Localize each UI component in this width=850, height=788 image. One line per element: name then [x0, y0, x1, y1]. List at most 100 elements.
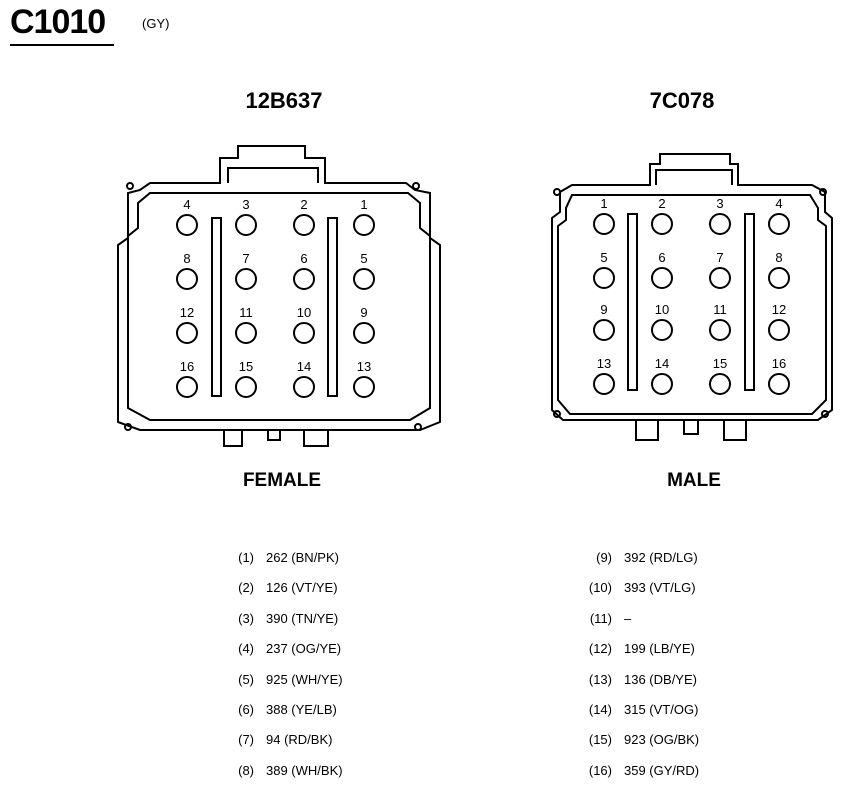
male-pin-cavity: [651, 213, 673, 235]
female-pin-number: 7: [242, 251, 249, 266]
female-pin-cavity: [235, 376, 257, 398]
pinout-circuit: 925 (WH/YE): [266, 671, 343, 687]
pinout-row: (12) 199 (LB/YE): [578, 641, 695, 657]
male-pin-number: 16: [772, 356, 786, 371]
male-pin-number: 7: [716, 250, 723, 265]
male-connector-outline: [551, 153, 833, 441]
female-pin-cavity: [353, 214, 375, 236]
pinout-row: (15)923 (OG/BK): [578, 732, 699, 748]
pinout-row: (10) 393 (VT/LG): [578, 580, 696, 596]
pinout-circuit: 315 (VT/OG): [624, 702, 699, 717]
male-center-divider-right: [744, 213, 755, 391]
pinout-circuit: 237 (OG/YE): [266, 641, 342, 657]
male-pin-cavity: [709, 267, 731, 289]
male-pin-number: 14: [655, 356, 669, 371]
female-gender-label: FEMALE: [242, 470, 322, 491]
female-pin-number: 13: [357, 359, 371, 374]
male-pin-number: 5: [600, 250, 607, 265]
pinout-circuit: –: [624, 610, 632, 626]
female-pin-number: 6: [300, 251, 307, 266]
female-pin-cavity: [353, 376, 375, 398]
female-pin-number: 3: [242, 197, 249, 212]
pinout-circuit: 393 (VT/LG): [624, 580, 696, 596]
female-center-divider-left: [211, 217, 222, 397]
male-pin-number: 4: [775, 196, 782, 211]
female-pin-number: 1: [360, 197, 367, 212]
pinout-circuit: 136 (DB/YE): [624, 671, 697, 687]
male-pin-number: 11: [713, 302, 727, 317]
female-pin-cavity: [176, 376, 198, 398]
pinout-row: (13) 136 (DB/YE): [578, 672, 697, 688]
male-pin-cavity: [768, 319, 790, 341]
female-pin-cavity: [293, 376, 315, 398]
male-pin-number: 8: [775, 250, 782, 265]
pinout-row: (1)262 (BN/PK): [220, 550, 339, 566]
female-pin-number: 11: [239, 305, 253, 320]
pinout-pin-number: (10): [588, 580, 612, 596]
pinout-row: (6)388 (YE/LB): [220, 702, 337, 718]
female-pin-number: 12: [180, 305, 194, 320]
pinout-pin-number: (5): [238, 671, 254, 687]
female-pin-number: 8: [183, 251, 190, 266]
male-pin-number: 15: [713, 356, 727, 371]
pinout-row: (3) 390 (TN/YE): [220, 611, 338, 627]
pinout-row: (7) 94 (RD/BK): [220, 732, 332, 748]
female-pin-number: 5: [360, 251, 367, 266]
male-pin-number: 3: [716, 196, 723, 211]
male-pin-cavity: [593, 319, 615, 341]
pinout-pin-number: (1): [238, 550, 254, 565]
male-pin-number: 6: [658, 250, 665, 265]
pinout-circuit: 389 (WH/BK): [266, 762, 343, 778]
female-pin-cavity: [235, 322, 257, 344]
pinout-pin-number: (7): [238, 732, 254, 748]
pinout-pin-number: (12): [588, 641, 612, 657]
pinout-pin-number: (14): [588, 702, 612, 717]
male-pin-number: 2: [658, 196, 665, 211]
female-pin-cavity: [235, 268, 257, 290]
female-pin-cavity: [353, 322, 375, 344]
pinout-pin-number: (3): [238, 610, 254, 626]
female-pin-cavity: [353, 268, 375, 290]
pinout-row: (4) 237 (OG/YE): [220, 641, 341, 657]
female-pin-number: 14: [297, 359, 311, 374]
pinout-circuit: 392 (RD/LG): [624, 550, 698, 565]
male-pin-cavity: [651, 267, 673, 289]
male-pin-number: 13: [597, 356, 611, 371]
male-center-divider-left: [627, 213, 638, 391]
connector-color-code: (GY): [142, 16, 170, 31]
pinout-circuit: 94 (RD/BK): [266, 732, 333, 748]
male-pin-cavity: [651, 319, 673, 341]
female-pin-cavity: [293, 268, 315, 290]
male-pin-cavity: [768, 213, 790, 235]
female-pin-number: 10: [297, 305, 311, 320]
female-pin-number: 2: [300, 197, 307, 212]
female-pin-number: 15: [239, 359, 253, 374]
pinout-pin-number: (13): [588, 671, 612, 687]
female-pin-number: 4: [183, 197, 190, 212]
pinout-row: (11)–: [578, 611, 631, 627]
pinout-circuit: 126 (VT/YE): [266, 580, 338, 596]
pinout-row: (9) 392 (RD/LG): [578, 550, 698, 566]
pinout-circuit: 390 (TN/YE): [266, 610, 339, 626]
title-underline: [10, 44, 114, 46]
male-pin-cavity: [651, 373, 673, 395]
male-pin-cavity: [593, 213, 615, 235]
female-pin-cavity: [293, 322, 315, 344]
pinout-pin-number: (8): [238, 762, 254, 778]
pinout-row: (16)359 (GY/RD): [578, 763, 699, 779]
female-pin-number: 9: [360, 305, 367, 320]
female-pin-cavity: [176, 268, 198, 290]
pinout-row: (14) 315 (VT/OG): [578, 702, 699, 718]
male-pin-number: 9: [600, 302, 607, 317]
pinout-circuit: 199 (LB/YE): [624, 641, 695, 657]
male-pin-cavity: [709, 319, 731, 341]
pinout-pin-number: (4): [238, 641, 254, 657]
pinout-circuit: 388 (YE/LB): [266, 702, 337, 717]
pinout-circuit: 923 (OG/BK): [624, 732, 700, 748]
pinout-pin-number: (9): [596, 550, 612, 565]
male-pin-cavity: [768, 373, 790, 395]
male-pin-number: 12: [772, 302, 786, 317]
female-pin-number: 16: [180, 359, 194, 374]
male-part-number: 7C078: [649, 88, 715, 113]
female-part-number: 12B637: [245, 88, 323, 113]
